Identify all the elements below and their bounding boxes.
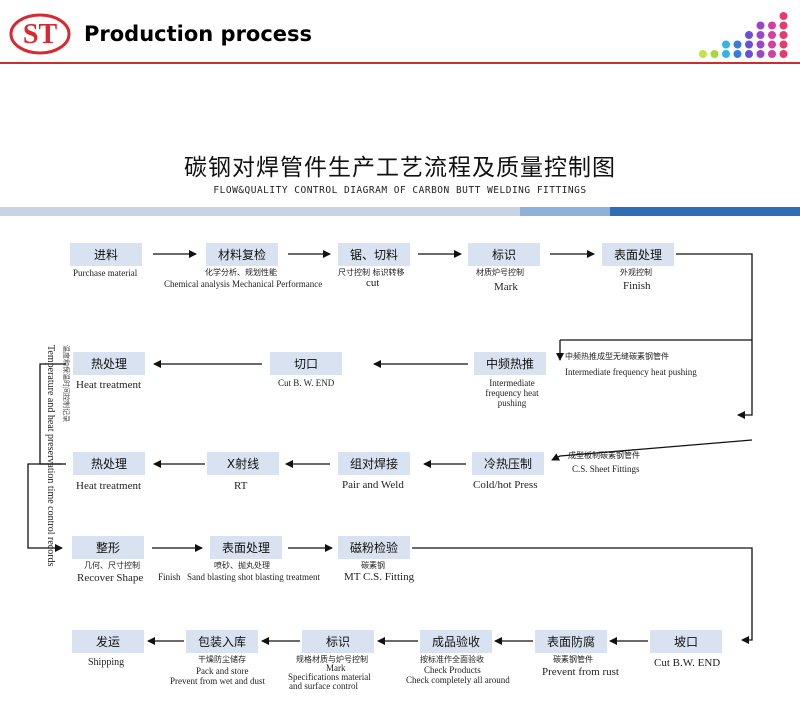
node-surface1-cn: 外观控制 <box>620 268 652 277</box>
node-pack-en2: Prevent from wet and dust <box>170 676 265 686</box>
node-mark1-cn: 材质炉号控制 <box>476 268 524 277</box>
node-surface2: 表面处理 <box>210 536 282 559</box>
node-xray-en: RT <box>234 480 248 492</box>
logo-dot <box>756 21 765 30</box>
node-ship-en: Shipping <box>88 657 125 668</box>
page-title: Production process <box>84 22 313 46</box>
logo-dot <box>779 12 788 20</box>
logo-dot <box>733 40 742 49</box>
logo-dot <box>768 50 776 58</box>
node-anti-rust-cn: 碳素钢管件 <box>553 655 593 664</box>
logo-dot <box>699 50 707 58</box>
node-mf-push-note-cn: 中频热推成型无缝碳素钢管件 <box>565 352 669 361</box>
node-heat1: 热处理 <box>73 352 145 375</box>
node-surface1: 表面处理 <box>602 243 674 266</box>
node-inspect-en: Check Products <box>424 665 481 675</box>
logo-dot <box>756 40 765 49</box>
node-incoming: 进料 <box>70 243 142 266</box>
node-press-note-cn: 成型板制碳素钢管件 <box>568 451 640 460</box>
node-mark2-cn: 规格材质与炉号控制 <box>296 655 368 664</box>
diagram-title-cn: 碳钢对焊管件生产工艺流程及质量控制图 <box>184 155 616 181</box>
logo-dot <box>768 40 776 49</box>
logo-text: ST <box>23 19 58 50</box>
node-shape: 整形 <box>72 536 144 559</box>
node-mt-en: MT C.S. Fitting <box>344 571 415 583</box>
node-weld: 组对焊接 <box>338 452 410 475</box>
st-logo: ST <box>9 13 71 55</box>
node-mt: 磁粉检验 <box>338 536 410 559</box>
node-mf-push-en: Intermediate frequency heat pushing <box>485 378 539 408</box>
logo-dot <box>768 21 776 30</box>
node-pack: 包装入库 <box>186 630 258 653</box>
node-ship: 发运 <box>72 630 144 653</box>
node-xray: X射线 <box>207 452 279 475</box>
node-surface2-cn: 喷砂、抛丸处理 <box>214 561 270 570</box>
node-surface2-left-en: Finish <box>158 572 181 582</box>
logo-dot <box>756 50 765 58</box>
node-material-check-en: Chemical analysis Mechanical Performance <box>164 279 323 289</box>
node-heat2-en: Heat treatment <box>76 480 142 492</box>
node-press-en: Cold/hot Press <box>473 479 538 491</box>
logo-dot <box>768 31 776 39</box>
logo-dot <box>756 31 765 39</box>
logo-dot <box>779 50 788 58</box>
node-material-check: 材料复检 <box>206 243 278 266</box>
node-pack-cn: 干燥防尘储存 <box>198 655 246 664</box>
diagram-title-en: FLOW&QUALITY CONTROL DIAGRAM OF CARBON B… <box>213 185 587 196</box>
logo-dot <box>779 21 788 30</box>
node-mark2-en3: and surface control <box>289 681 358 691</box>
node-press: 冷热压制 <box>472 452 544 475</box>
node-shape-cn: 几何、尺寸控制 <box>84 561 140 570</box>
logo-dot <box>745 40 753 49</box>
header-rule <box>0 62 800 64</box>
node-mark2-en2: Specifications material <box>288 672 371 682</box>
logo-dot <box>745 31 753 39</box>
logo-dot <box>733 50 742 58</box>
logo-dot <box>779 31 788 39</box>
node-mt-cn: 碳素钢 <box>361 561 385 570</box>
node-press-note-en: C.S. Sheet Fittings <box>572 464 640 474</box>
node-saw-cut: 锯、切料 <box>338 243 410 266</box>
logo-dot <box>745 50 753 58</box>
node-bevel-en: Cut B.W. END <box>654 657 721 669</box>
node-weld-en: Pair and Weld <box>342 479 404 491</box>
node-anti-rust: 表面防腐 <box>535 630 607 653</box>
node-heat1-en: Heat treatment <box>76 379 142 391</box>
node-material-check-cn: 化学分析、规划性能 <box>205 268 277 277</box>
node-heat2: 热处理 <box>73 452 145 475</box>
logo-dot <box>722 50 730 58</box>
node-saw-cut-cn: 尺寸控制 标识转移 <box>338 268 405 277</box>
node-mf-push: 中频热推 <box>474 352 546 375</box>
node-inspect-cn: 按标准作全面验收 <box>420 655 484 664</box>
logo-dot <box>710 50 719 58</box>
logo-dot <box>779 40 788 49</box>
node-mf-push-note-en: Intermediate frequency heat pushing <box>565 367 697 377</box>
node-surface1-en: Finish <box>623 280 651 292</box>
node-inspect: 成品验收 <box>420 630 492 653</box>
node-inspect-en2: Check completely all around <box>406 675 510 685</box>
title-band <box>0 207 800 216</box>
node-surface2-en: Sand blasting shot blasting treatment <box>187 572 320 582</box>
node-mark2-en: Mark <box>326 663 346 673</box>
color-dots-logo <box>699 12 788 58</box>
node-cut-end: 切口 <box>270 352 342 375</box>
node-bevel: 坡口 <box>650 630 722 653</box>
node-mark1: 标识 <box>468 243 540 266</box>
node-pack-en: Pack and store <box>196 666 249 676</box>
node-saw-cut-en: cut <box>366 277 380 289</box>
node-anti-rust-en: Prevent from rust <box>542 666 619 678</box>
node-incoming-en: Purchase material <box>73 268 138 278</box>
logo-dot <box>722 40 730 49</box>
node-mark2: 标识 <box>302 630 374 653</box>
node-mark1-en: Mark <box>494 281 518 293</box>
node-shape-en: Recover Shape <box>77 572 144 584</box>
node-cut-end-en: Cut B. W. END <box>278 378 335 388</box>
